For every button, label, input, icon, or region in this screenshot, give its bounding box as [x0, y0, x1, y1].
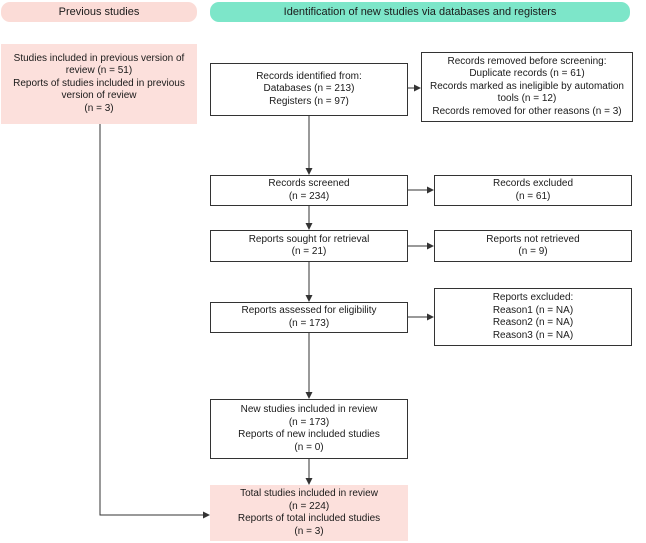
records-removed-box: Records removed before screening: Duplic… [421, 52, 633, 122]
box-line: version of review [61, 90, 137, 102]
box-line: Databases (n = 213) [263, 83, 355, 95]
reports-assessed-box: Reports assessed for eligibility (n = 17… [210, 302, 408, 333]
total-studies-included-box: Total studies included in review (n = 22… [210, 485, 408, 541]
box-line: tools (n = 12) [497, 93, 557, 105]
box-line: (n = 173) [288, 317, 330, 329]
box-line: (n = 9) [518, 246, 548, 257]
reports-sought-box: Reports sought for retrieval (n = 21) [210, 230, 408, 262]
box-line: Reports of total included studies [237, 513, 381, 524]
records-excluded-box: Records excluded (n = 61) [434, 175, 632, 206]
box-line: Reason3 (n = NA) [492, 329, 574, 341]
box-line: Total studies included in review [240, 488, 378, 499]
box-line: Records identified from: [256, 70, 362, 82]
box-line: (n = 3) [84, 102, 114, 114]
box-line: (n = 0) [294, 441, 324, 453]
box-line: Reason2 (n = NA) [492, 317, 574, 328]
reports-not-retrieved-box: Reports not retrieved (n = 9) [434, 230, 632, 262]
box-line: (n = 21) [291, 246, 327, 257]
previous-studies-header: Previous studies [1, 2, 197, 22]
box-line: Records marked as ineligible by automati… [430, 80, 624, 92]
new-studies-header: Identification of new studies via databa… [210, 2, 630, 22]
box-line: Studies included in previous version of [13, 52, 185, 64]
box-line: (n = 61) [515, 190, 551, 202]
box-line: Reports excluded: [492, 292, 574, 303]
new-studies-header-label: Identification of new studies via databa… [283, 6, 557, 18]
box-line: Records removed before screening: [447, 55, 607, 67]
box-line: (n = 3) [294, 525, 324, 537]
records-identified-box: Records identified from: Databases (n = … [210, 63, 408, 116]
box-line: New studies included in review [240, 404, 378, 415]
box-line: Reports of studies included in previous [13, 77, 185, 89]
new-studies-included-box: New studies included in review (n = 173)… [210, 399, 408, 459]
box-line: (n = 224) [288, 500, 330, 512]
box-line: Duplicate records (n = 61) [469, 68, 585, 80]
box-line: (n = 234) [288, 190, 330, 202]
box-line: (n = 173) [288, 416, 330, 428]
previous-studies-box: Studies included in previous version of … [1, 44, 197, 124]
reports-excluded-box: Reports excluded: Reason1 (n = NA) Reaso… [434, 288, 632, 346]
box-line: Registers (n = 97) [269, 95, 349, 107]
box-line: Reports assessed for eligibility [241, 305, 377, 316]
box-line: Records removed for other reasons (n = 3… [432, 105, 622, 117]
box-line: Reports sought for retrieval [248, 233, 370, 245]
box-line: Records excluded [492, 178, 574, 189]
box-line: review (n = 51) [65, 65, 133, 77]
box-line: Reason1 (n = NA) [492, 304, 574, 316]
box-line: Records screened [268, 178, 350, 189]
arrow-previous-to-total [99, 124, 210, 519]
records-screened-box: Records screened (n = 234) [210, 175, 408, 206]
box-line: Reports of new included studies [238, 429, 380, 440]
previous-studies-header-label: Previous studies [58, 6, 140, 18]
box-line: Reports not retrieved [486, 233, 580, 245]
